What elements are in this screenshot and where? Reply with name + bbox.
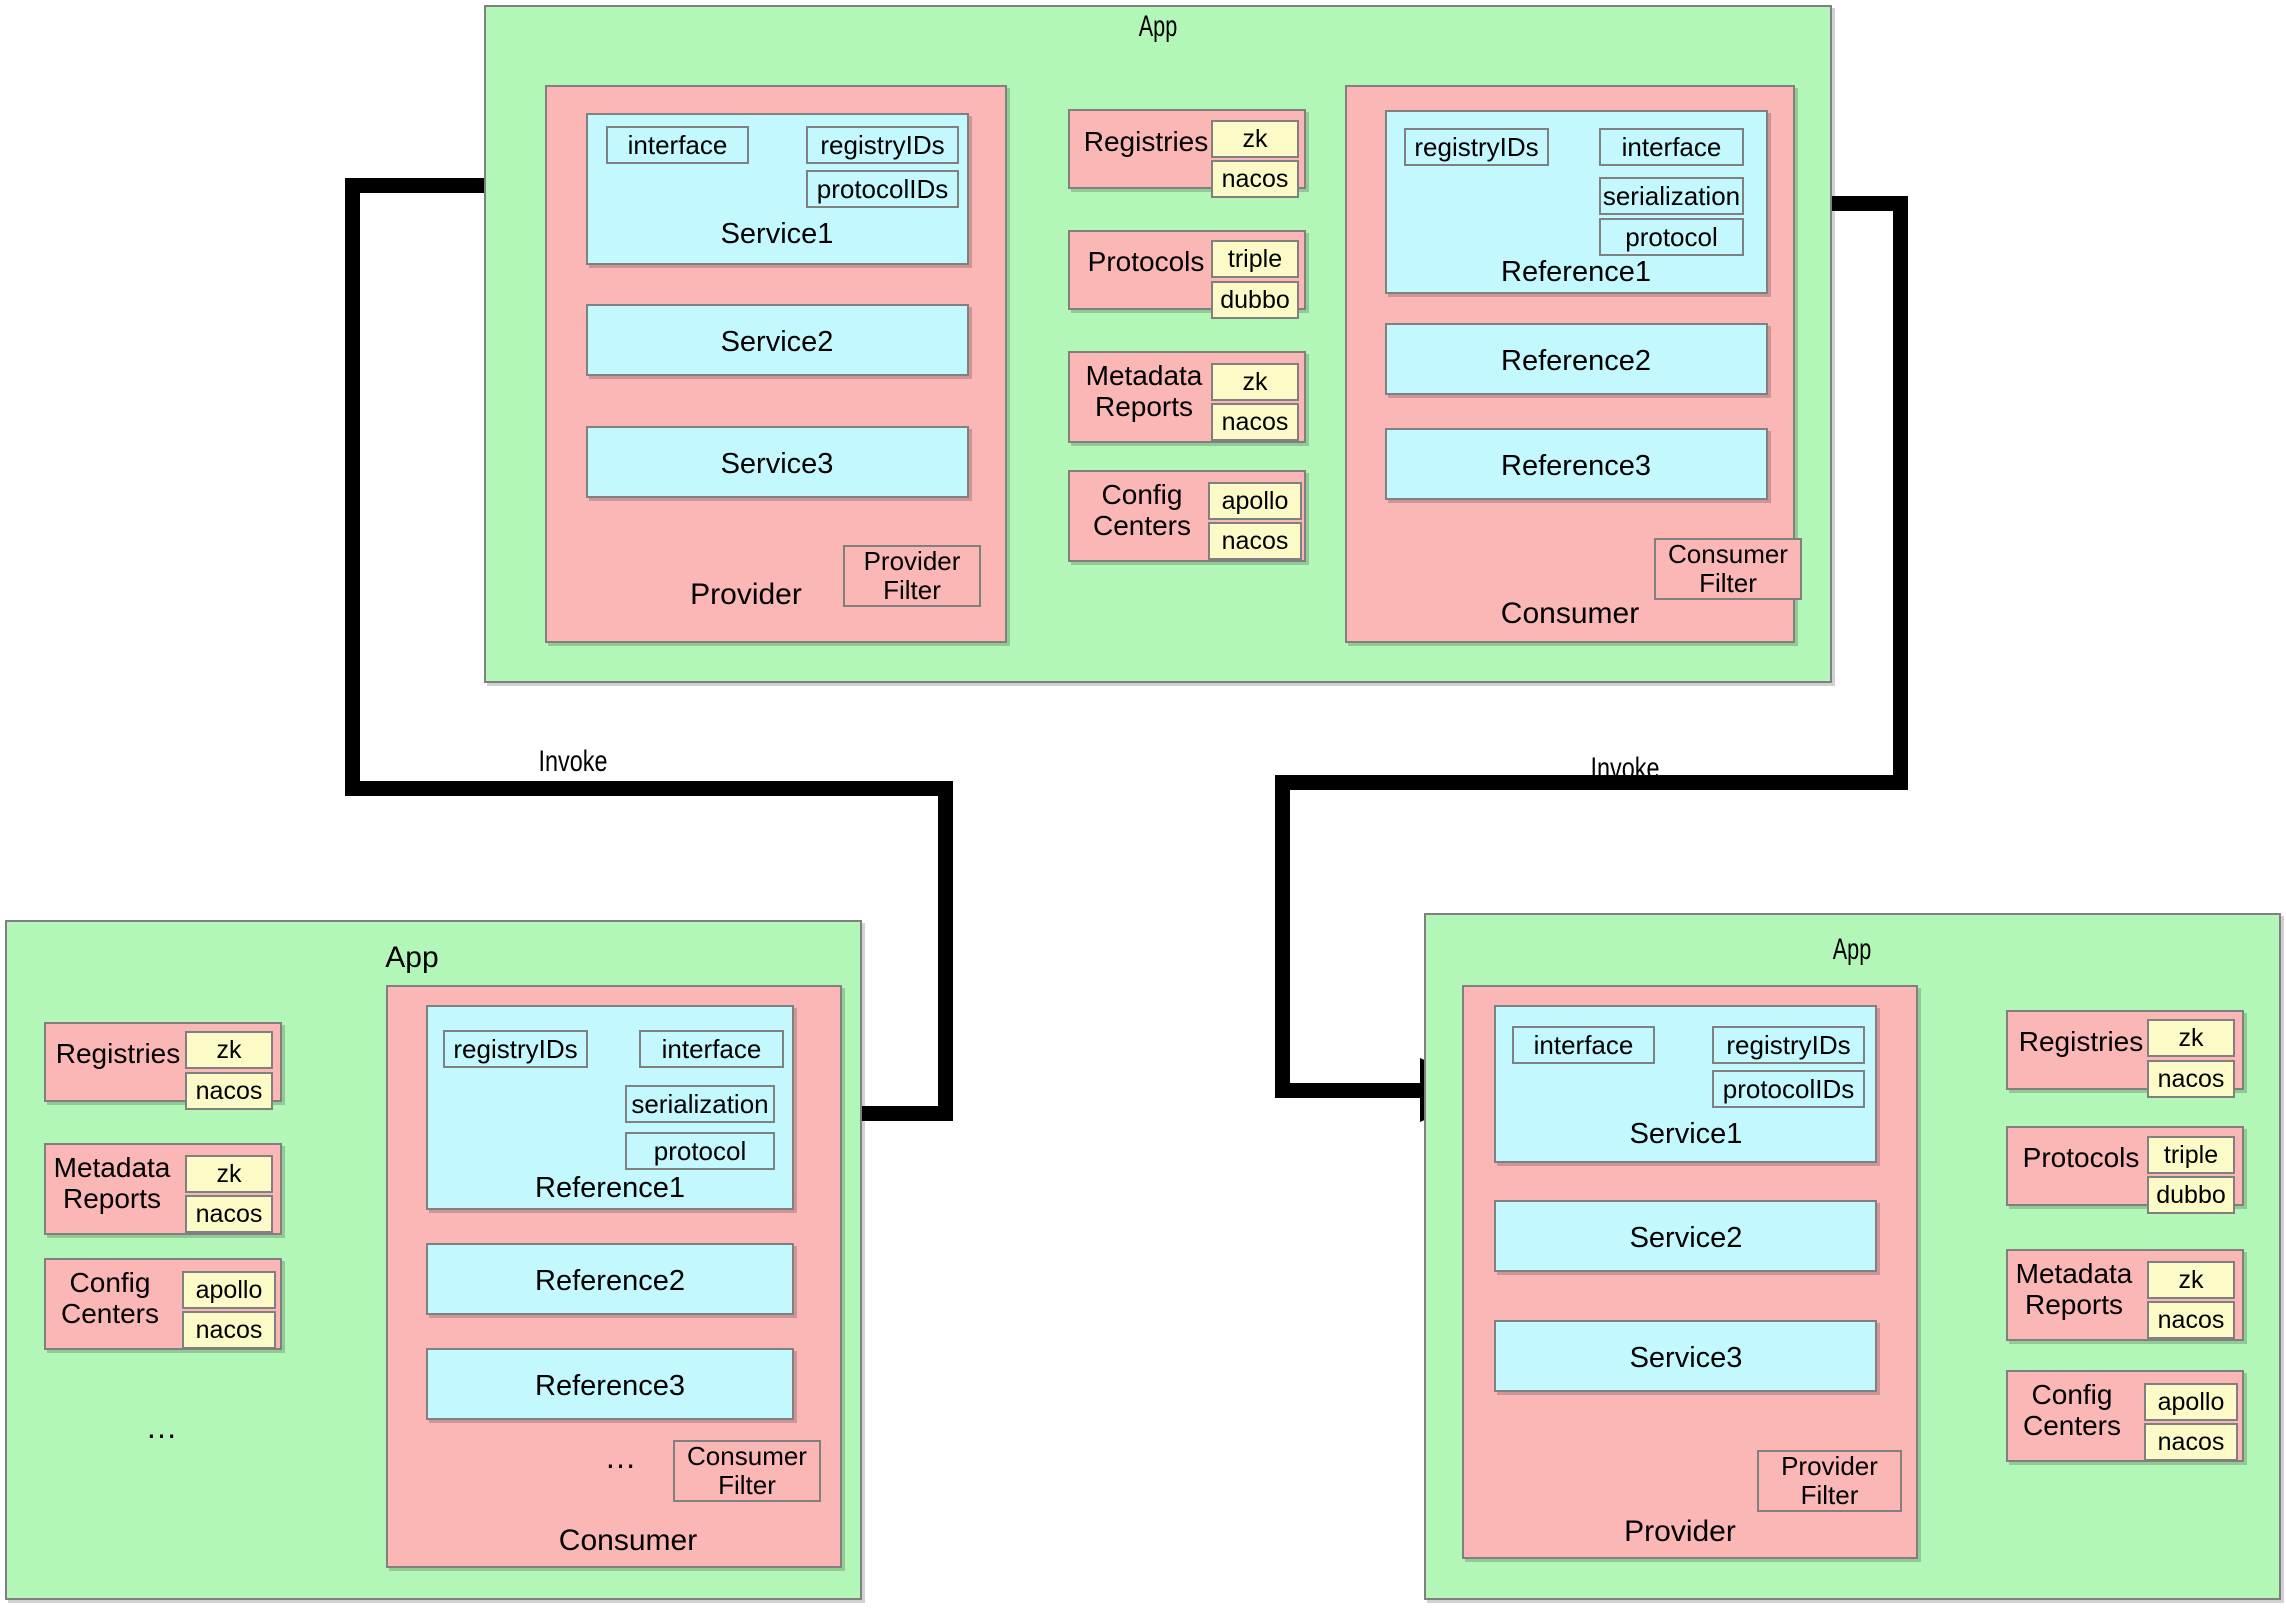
invoke-label-right: Invoke bbox=[1590, 752, 1660, 785]
metadata-reports-option-zk-bottom-left: zk bbox=[185, 1155, 273, 1193]
reference1-attr-interface-bottom-left: interface bbox=[639, 1030, 784, 1068]
config-centers-option-apollo-top: apollo bbox=[1208, 482, 1302, 520]
service3-label-bottom-right: Service3 bbox=[1629, 1342, 1743, 1374]
registries-title-top: Registries bbox=[1083, 126, 1209, 157]
infra-ellipsis-bottom-left: … bbox=[145, 1409, 181, 1445]
protocols-option-triple-top: triple bbox=[1211, 240, 1299, 278]
reference1-attr-protocol-top: protocol bbox=[1599, 218, 1744, 256]
service3-box-bottom-right bbox=[1494, 1320, 1877, 1392]
registries-title-bottom-left: Registries bbox=[55, 1038, 181, 1069]
consumer-filter-top: Consumer Filter bbox=[1654, 538, 1802, 600]
invoke-connector-right-segment-down2 bbox=[1275, 775, 1290, 1098]
app-title-bottom-left: App bbox=[385, 941, 439, 974]
metadata-reports-option-nacos-top: nacos bbox=[1211, 403, 1299, 441]
service3-label-top: Service3 bbox=[720, 448, 834, 480]
reference3-label-bottom-left: Reference3 bbox=[535, 1370, 685, 1402]
reference1-attr-serialization-top: serialization bbox=[1599, 177, 1744, 215]
reference3-box-bottom-left bbox=[426, 1348, 794, 1420]
reference1-label-top: Reference1 bbox=[1501, 256, 1651, 288]
protocols-option-triple-bottom-right: triple bbox=[2147, 1136, 2235, 1174]
protocols-option-dubbo-bottom-right: dubbo bbox=[2147, 1176, 2235, 1214]
config-centers-title-top: Config Centers bbox=[1092, 479, 1192, 542]
reference1-attr-protocol-bottom-left: protocol bbox=[625, 1132, 775, 1170]
reference2-box-bottom-left bbox=[426, 1243, 794, 1315]
consumer-title-top: Consumer bbox=[1500, 597, 1640, 630]
service1-attr-registryids-bottom-right: registryIDs bbox=[1712, 1026, 1865, 1064]
service3-box-top bbox=[586, 426, 969, 498]
service1-label-top: Service1 bbox=[720, 218, 834, 250]
provider-filter-bottom-right: Provider Filter bbox=[1757, 1450, 1902, 1512]
invoke-connector-left-segment-right bbox=[345, 781, 953, 796]
metadata-reports-title-top: Metadata Reports bbox=[1085, 360, 1203, 423]
metadata-reports-title-bottom-right: Metadata Reports bbox=[2015, 1258, 2133, 1321]
app-title-top: App bbox=[1138, 10, 1178, 43]
invoke-connector-right-segment-down bbox=[1893, 196, 1908, 790]
invoke-connector-left-segment-down bbox=[345, 178, 360, 796]
app-title-bottom-right: App bbox=[1832, 933, 1872, 966]
reference1-attr-serialization-bottom-left: serialization bbox=[625, 1085, 775, 1123]
service1-attr-interface-bottom-right: interface bbox=[1512, 1026, 1655, 1064]
service1-attr-protocolids-bottom-right: protocolIDs bbox=[1712, 1070, 1865, 1108]
metadata-reports-option-zk-top: zk bbox=[1211, 363, 1299, 401]
reference2-box-top bbox=[1385, 323, 1768, 395]
config-centers-title-bottom-right: Config Centers bbox=[2022, 1379, 2122, 1442]
invoke-connector-right-segment-left bbox=[1275, 775, 1908, 790]
reference3-box-top bbox=[1385, 428, 1768, 500]
provider-title-top: Provider bbox=[690, 578, 802, 611]
service1-attr-registryids-top: registryIDs bbox=[806, 126, 959, 164]
registries-option-zk-top: zk bbox=[1211, 120, 1299, 158]
reference1-attr-registryids-bottom-left: registryIDs bbox=[443, 1030, 588, 1068]
metadata-reports-option-zk-bottom-right: zk bbox=[2147, 1261, 2235, 1299]
protocols-title-bottom-right: Protocols bbox=[2022, 1142, 2140, 1173]
consumer-filter-bottom-left: Consumer Filter bbox=[673, 1440, 821, 1502]
reference2-label-bottom-left: Reference2 bbox=[535, 1265, 685, 1297]
protocols-option-dubbo-top: dubbo bbox=[1211, 281, 1299, 319]
registries-option-nacos-bottom-right: nacos bbox=[2147, 1060, 2235, 1098]
reference1-attr-interface-top: interface bbox=[1599, 128, 1744, 166]
config-centers-option-nacos-top: nacos bbox=[1208, 522, 1302, 560]
provider-filter-top: Provider Filter bbox=[843, 545, 981, 607]
service2-label-bottom-right: Service2 bbox=[1629, 1222, 1743, 1254]
reference2-label-top: Reference2 bbox=[1501, 345, 1651, 377]
service1-attr-protocolids-top: protocolIDs bbox=[806, 170, 959, 208]
registries-option-nacos-top: nacos bbox=[1211, 160, 1299, 198]
reference1-label-bottom-left: Reference1 bbox=[535, 1172, 685, 1204]
invoke-label-left: Invoke bbox=[538, 745, 608, 778]
config-centers-option-apollo-bottom-left: apollo bbox=[182, 1271, 276, 1309]
invoke-connector-left-segment-down2 bbox=[938, 781, 953, 1121]
consumer-title-bottom-left: Consumer bbox=[558, 1524, 698, 1557]
protocols-title-top: Protocols bbox=[1087, 246, 1205, 277]
service1-attr-interface-top: interface bbox=[606, 126, 749, 164]
metadata-reports-title-bottom-left: Metadata Reports bbox=[53, 1152, 171, 1215]
invoke-connector-left-segment-top bbox=[345, 178, 505, 193]
config-centers-option-nacos-bottom-right: nacos bbox=[2144, 1423, 2238, 1461]
config-centers-option-apollo-bottom-right: apollo bbox=[2144, 1383, 2238, 1421]
consumer-ellipsis-bottom-left: … bbox=[604, 1439, 640, 1475]
invoke-connector-right-segment-into-service bbox=[1275, 1083, 1430, 1098]
service2-label-top: Service2 bbox=[720, 326, 834, 358]
config-centers-option-nacos-bottom-left: nacos bbox=[182, 1311, 276, 1349]
reference1-attr-registryids-top: registryIDs bbox=[1404, 128, 1549, 166]
service2-box-bottom-right bbox=[1494, 1200, 1877, 1272]
provider-title-bottom-right: Provider bbox=[1624, 1515, 1736, 1548]
registries-title-bottom-right: Registries bbox=[2018, 1026, 2144, 1057]
registries-option-nacos-bottom-left: nacos bbox=[185, 1072, 273, 1110]
metadata-reports-option-nacos-bottom-right: nacos bbox=[2147, 1301, 2235, 1339]
config-centers-title-bottom-left: Config Centers bbox=[60, 1267, 160, 1330]
service2-box-top bbox=[586, 304, 969, 376]
service1-label-bottom-right: Service1 bbox=[1629, 1118, 1743, 1150]
reference3-label-top: Reference3 bbox=[1501, 450, 1651, 482]
registries-option-zk-bottom-right: zk bbox=[2147, 1019, 2235, 1057]
registries-option-zk-bottom-left: zk bbox=[185, 1031, 273, 1069]
metadata-reports-option-nacos-bottom-left: nacos bbox=[185, 1195, 273, 1233]
